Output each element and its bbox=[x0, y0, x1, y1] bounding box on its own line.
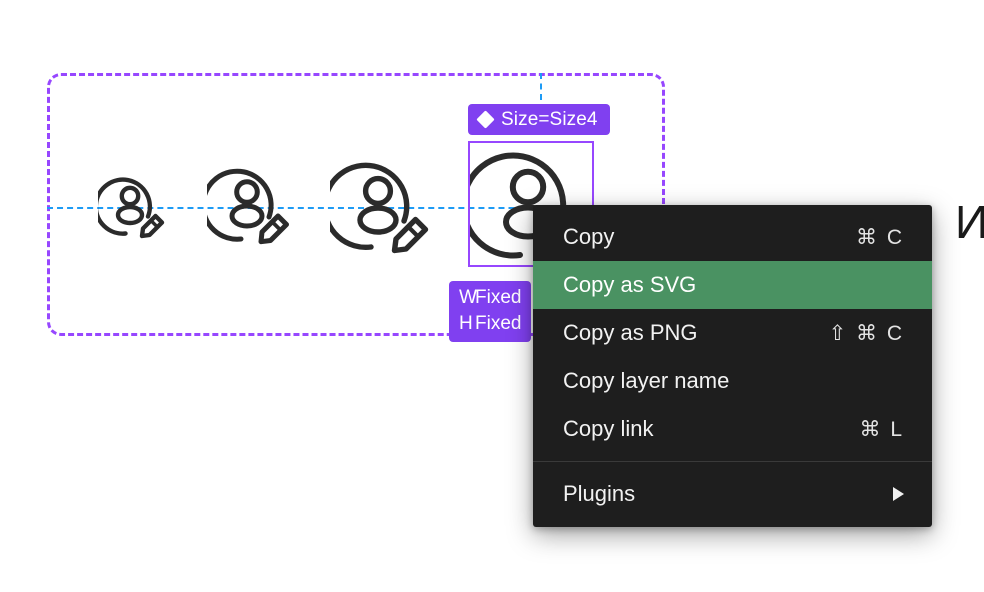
width-constraint-value: Fixed bbox=[475, 287, 522, 308]
menu-item-copy-as-png[interactable]: Copy as PNG ⇧ ⌘ C bbox=[533, 309, 932, 357]
horizontal-alignment-guide bbox=[47, 207, 665, 209]
menu-item-copy-link[interactable]: Copy link ⌘ L bbox=[533, 405, 932, 453]
width-constraint-key: W bbox=[459, 287, 477, 308]
menu-item-shortcut: ⌘ L bbox=[859, 417, 904, 441]
menu-item-label: Copy layer name bbox=[563, 368, 730, 393]
height-constraint-key: H bbox=[459, 313, 473, 334]
context-menu[interactable]: Copy ⌘ C Copy as SVG Copy as PNG ⇧ ⌘ C Copy l… bbox=[533, 205, 932, 527]
menu-item-label: Copy bbox=[563, 224, 615, 249]
width-constraint-badge: WFixed bbox=[459, 285, 521, 311]
variant-property-badge[interactable]: Size=Size4 bbox=[468, 104, 610, 135]
menu-item-plugins[interactable]: Plugins bbox=[533, 470, 932, 518]
menu-item-copy[interactable]: Copy ⌘ C bbox=[533, 213, 932, 261]
avatar-edit-icon-size1[interactable] bbox=[98, 172, 166, 242]
avatar-edit-icon-size3[interactable] bbox=[330, 155, 430, 260]
menu-item-label: Copy as PNG bbox=[563, 320, 698, 345]
avatar-edit-icon-size2[interactable] bbox=[207, 162, 291, 250]
menu-item-copy-layer-name[interactable]: Copy layer name bbox=[533, 357, 932, 405]
canvas-side-text: Ир bbox=[955, 196, 984, 248]
vertical-alignment-guide bbox=[540, 73, 542, 121]
variant-badge-label: Size=Size4 bbox=[501, 109, 598, 130]
selection-bounding-box[interactable] bbox=[468, 141, 594, 267]
menu-item-label: Plugins bbox=[563, 481, 636, 506]
menu-item-shortcut: ⌘ C bbox=[856, 225, 904, 249]
submenu-arrow-icon bbox=[893, 487, 904, 501]
menu-item-copy-as-svg[interactable]: Copy as SVG bbox=[533, 261, 932, 309]
menu-item-label: Copy link bbox=[563, 416, 654, 441]
diamond-icon bbox=[476, 110, 495, 129]
menu-item-label: Copy as SVG bbox=[563, 272, 697, 297]
component-set-frame[interactable] bbox=[47, 73, 665, 336]
menu-separator bbox=[533, 461, 932, 462]
height-constraint-value: Fixed bbox=[475, 313, 522, 334]
menu-item-shortcut: ⇧ ⌘ C bbox=[828, 321, 904, 345]
